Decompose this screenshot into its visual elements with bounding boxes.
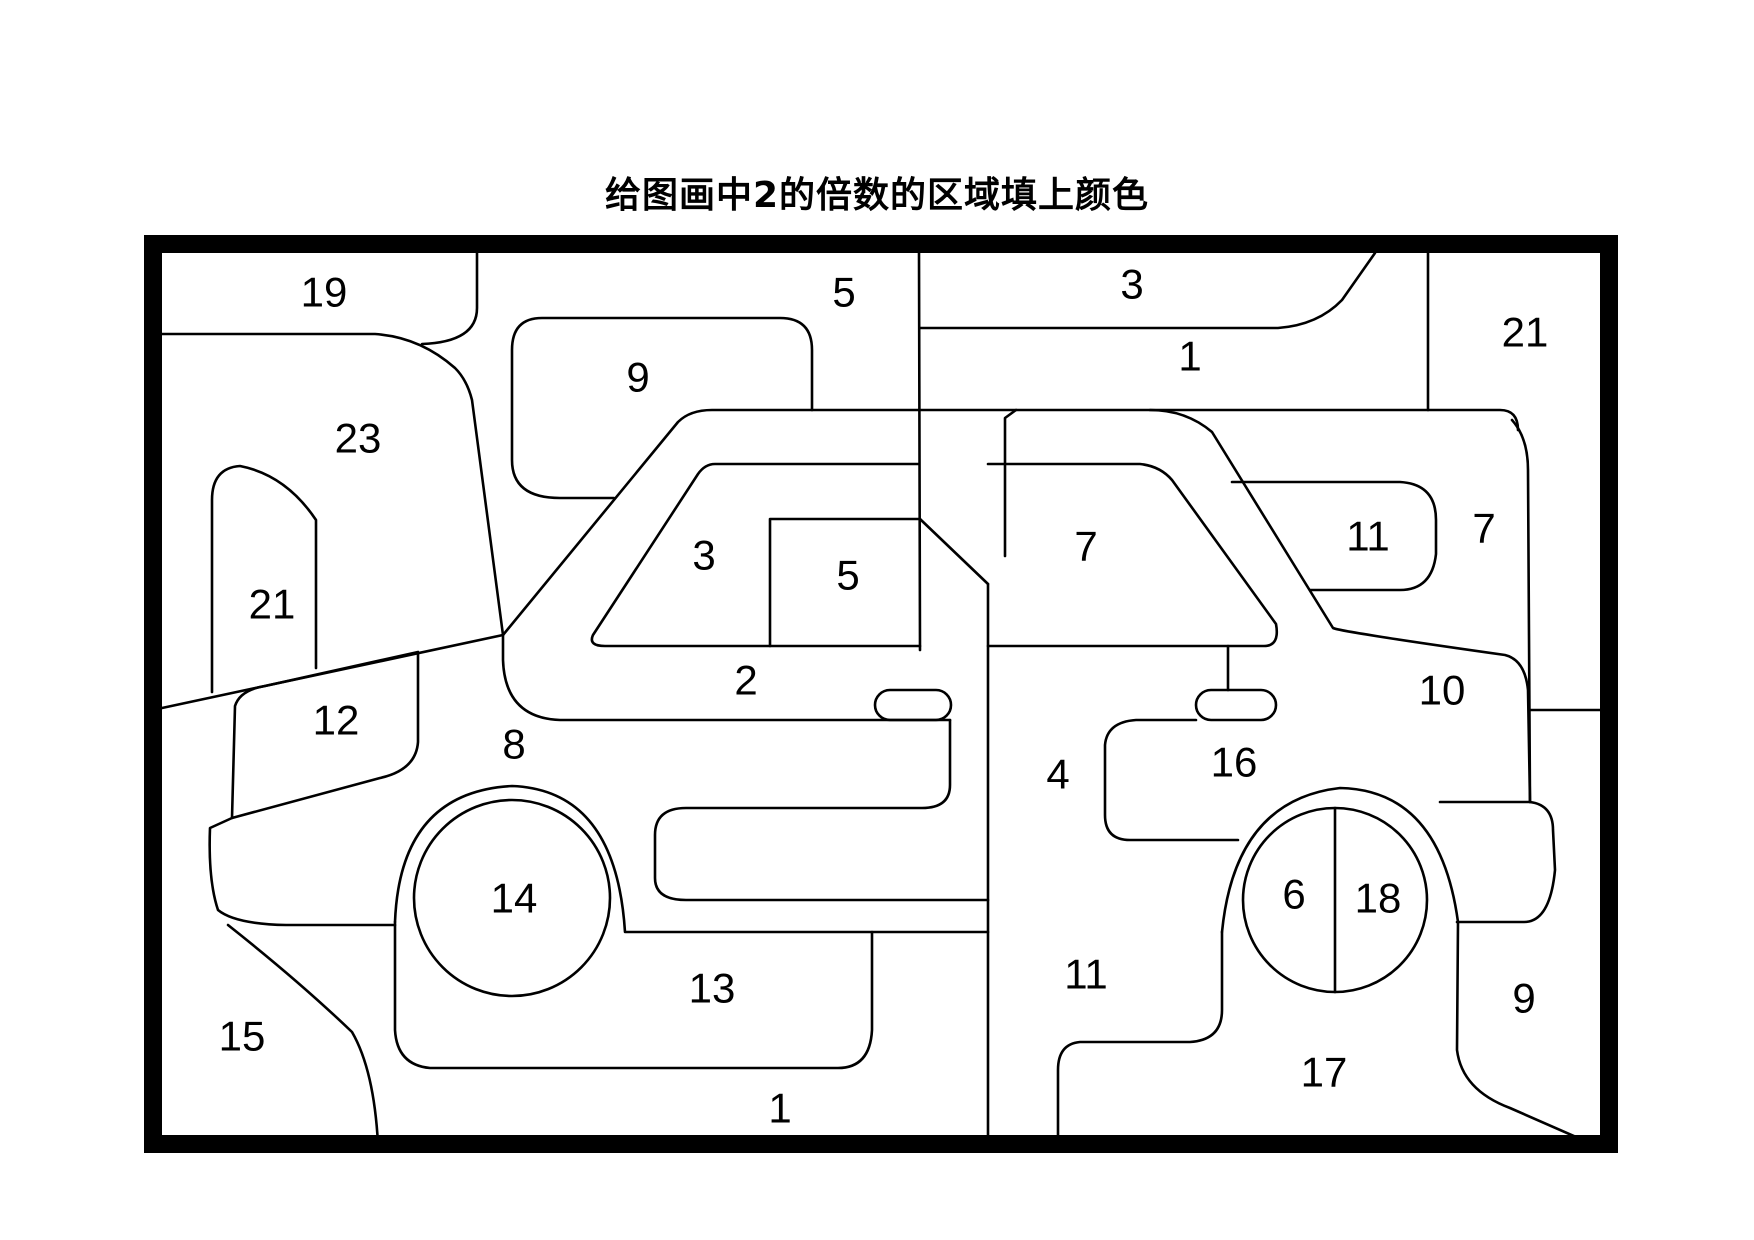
region-number: 19 (301, 269, 348, 316)
region-number: 10 (1419, 667, 1466, 714)
region-number: 21 (249, 581, 296, 628)
outer-frame (144, 235, 1618, 1153)
region-number: 23 (335, 415, 382, 462)
region-number: 5 (836, 552, 859, 599)
region-number: 7 (1472, 505, 1495, 552)
worksheet-title: 给图画中2的倍数的区域填上颜色 (604, 175, 1150, 216)
region-number: 3 (692, 532, 715, 579)
region-number: 11 (1064, 951, 1108, 998)
region-number: 9 (1512, 975, 1535, 1022)
region-number: 5 (832, 269, 855, 316)
region-number: 9 (626, 354, 649, 401)
region-number: 4 (1046, 751, 1069, 798)
region-number: 1 (768, 1085, 791, 1132)
region-number: 1 (1178, 333, 1201, 380)
region-number: 2 (734, 657, 757, 704)
region-number: 16 (1211, 739, 1258, 786)
region-number: 11 (1346, 513, 1390, 560)
region-number: 21 (1502, 309, 1549, 356)
region-number: 12 (313, 697, 360, 744)
region-number: 14 (491, 875, 538, 922)
region-number: 3 (1120, 261, 1143, 308)
region-number: 15 (219, 1013, 266, 1060)
region-number: 8 (502, 721, 525, 768)
region-number: 18 (1355, 875, 1402, 922)
region-number: 17 (1301, 1049, 1348, 1096)
region-outlines (160, 251, 1602, 1146)
region-number: 7 (1074, 523, 1097, 570)
region-number: 13 (689, 965, 736, 1012)
region-labels: 19 5 3 1 21 9 23 21 3 5 7 11 7 2 10 12 8… (219, 261, 1549, 1132)
region-number: 6 (1282, 871, 1305, 918)
